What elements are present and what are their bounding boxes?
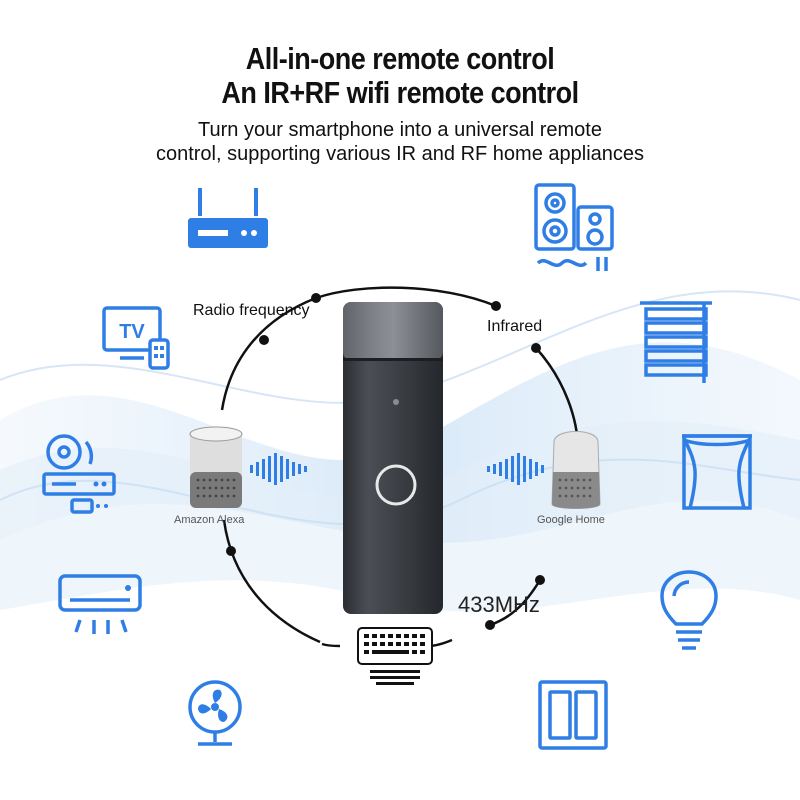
amazon-alexa-label: Amazon Alexa [174, 514, 245, 526]
curtain-icon [682, 434, 752, 510]
keyboard-icon [357, 627, 433, 685]
router-icon [188, 188, 268, 248]
tv-icon-text: TV [119, 321, 145, 343]
infrared-label: Infrared [487, 318, 543, 335]
sound-wave-icon [250, 453, 307, 485]
sound-wave-icon [487, 453, 544, 485]
tv-icon: TV [102, 306, 170, 370]
frequency-label: 433MHz [458, 592, 540, 617]
fan-icon [188, 680, 242, 746]
title-line-2: An IR+RF wifi remote control [221, 76, 579, 110]
air-conditioner-icon [58, 574, 142, 634]
google-home-label: Google Home [537, 514, 605, 526]
title-line-1: All-in-one remote control [245, 42, 555, 76]
amazon-alexa-speaker [189, 426, 243, 508]
speaker-icon [534, 183, 614, 271]
blinds-icon [640, 301, 712, 383]
subtitle-line-1: Turn your smartphone into a universal re… [198, 119, 602, 141]
radio-frequency-label: Radio frequency [193, 302, 310, 319]
light-bulb-icon [660, 570, 718, 650]
subtitle-line-2: control, supporting various IR and RF ho… [155, 143, 645, 165]
google-home-speaker [551, 431, 601, 509]
wall-switch-icon [538, 680, 608, 750]
wifi-ir-rf-device [343, 302, 443, 614]
dvd-player-icon [42, 434, 116, 514]
